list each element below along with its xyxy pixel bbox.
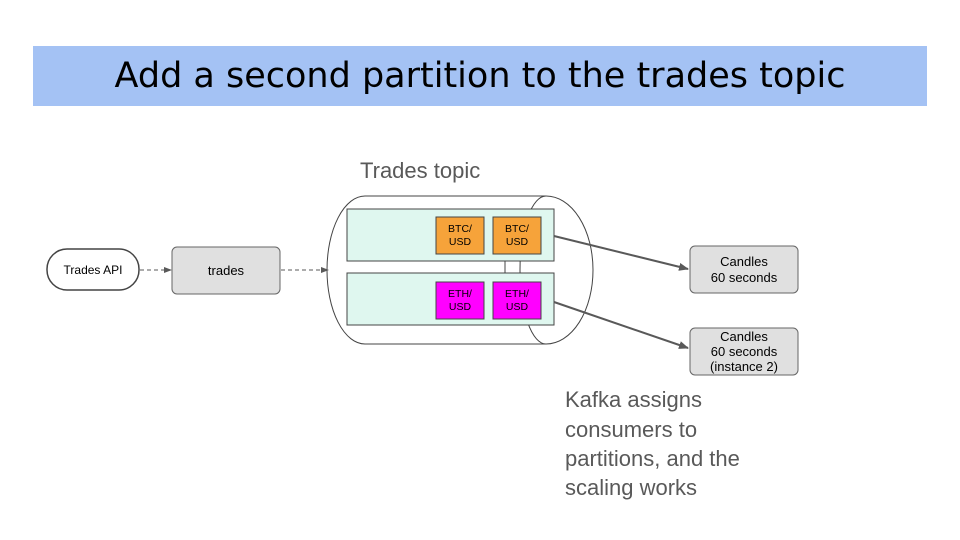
svg-text:USD: USD — [449, 236, 472, 248]
svg-text:consumers to: consumers to — [565, 417, 697, 442]
svg-text:USD: USD — [449, 301, 472, 313]
svg-text:Kafka assigns: Kafka assigns — [565, 387, 702, 412]
message-eth-2: ETH/ USD — [492, 281, 542, 320]
svg-text:USD: USD — [506, 236, 529, 248]
trades-producer-node: trades — [171, 246, 281, 295]
svg-text:ETH/: ETH/ — [505, 288, 529, 300]
svg-text:60 seconds: 60 seconds — [711, 344, 778, 359]
svg-text:60 seconds: 60 seconds — [711, 270, 778, 285]
consumer-candles-2: Candles 60 seconds (instance 2) — [689, 327, 799, 376]
svg-text:ETH/: ETH/ — [448, 288, 472, 300]
svg-text:BTC/: BTC/ — [505, 223, 529, 235]
arrow-partition1-to-consumer2 — [553, 301, 689, 349]
title-bar: Add a second partition to the trades top… — [33, 46, 927, 106]
trades-api-node: Trades API — [46, 248, 140, 291]
svg-text:(instance 2): (instance 2) — [710, 359, 778, 374]
page-title: Add a second partition to the trades top… — [114, 56, 846, 96]
consumer-candles-1: Candles 60 seconds — [689, 245, 799, 294]
svg-text:trades: trades — [208, 263, 245, 278]
svg-text:Trades API: Trades API — [64, 263, 123, 277]
svg-text:Candles: Candles — [720, 329, 768, 344]
svg-text:scaling works: scaling works — [565, 475, 697, 500]
topic-label: Trades topic — [360, 158, 480, 183]
arrow-partition0-to-consumer1 — [553, 235, 689, 271]
svg-text:USD: USD — [506, 301, 529, 313]
svg-text:partitions, and the: partitions, and the — [565, 446, 740, 471]
kafka-note: Kafka assigns consumers to partitions, a… — [565, 387, 740, 500]
message-btc-2: BTC/ USD — [492, 216, 542, 255]
message-btc-1: BTC/ USD — [435, 216, 485, 255]
message-eth-1: ETH/ USD — [435, 281, 485, 320]
svg-text:Candles: Candles — [720, 254, 768, 269]
svg-text:BTC/: BTC/ — [448, 223, 472, 235]
